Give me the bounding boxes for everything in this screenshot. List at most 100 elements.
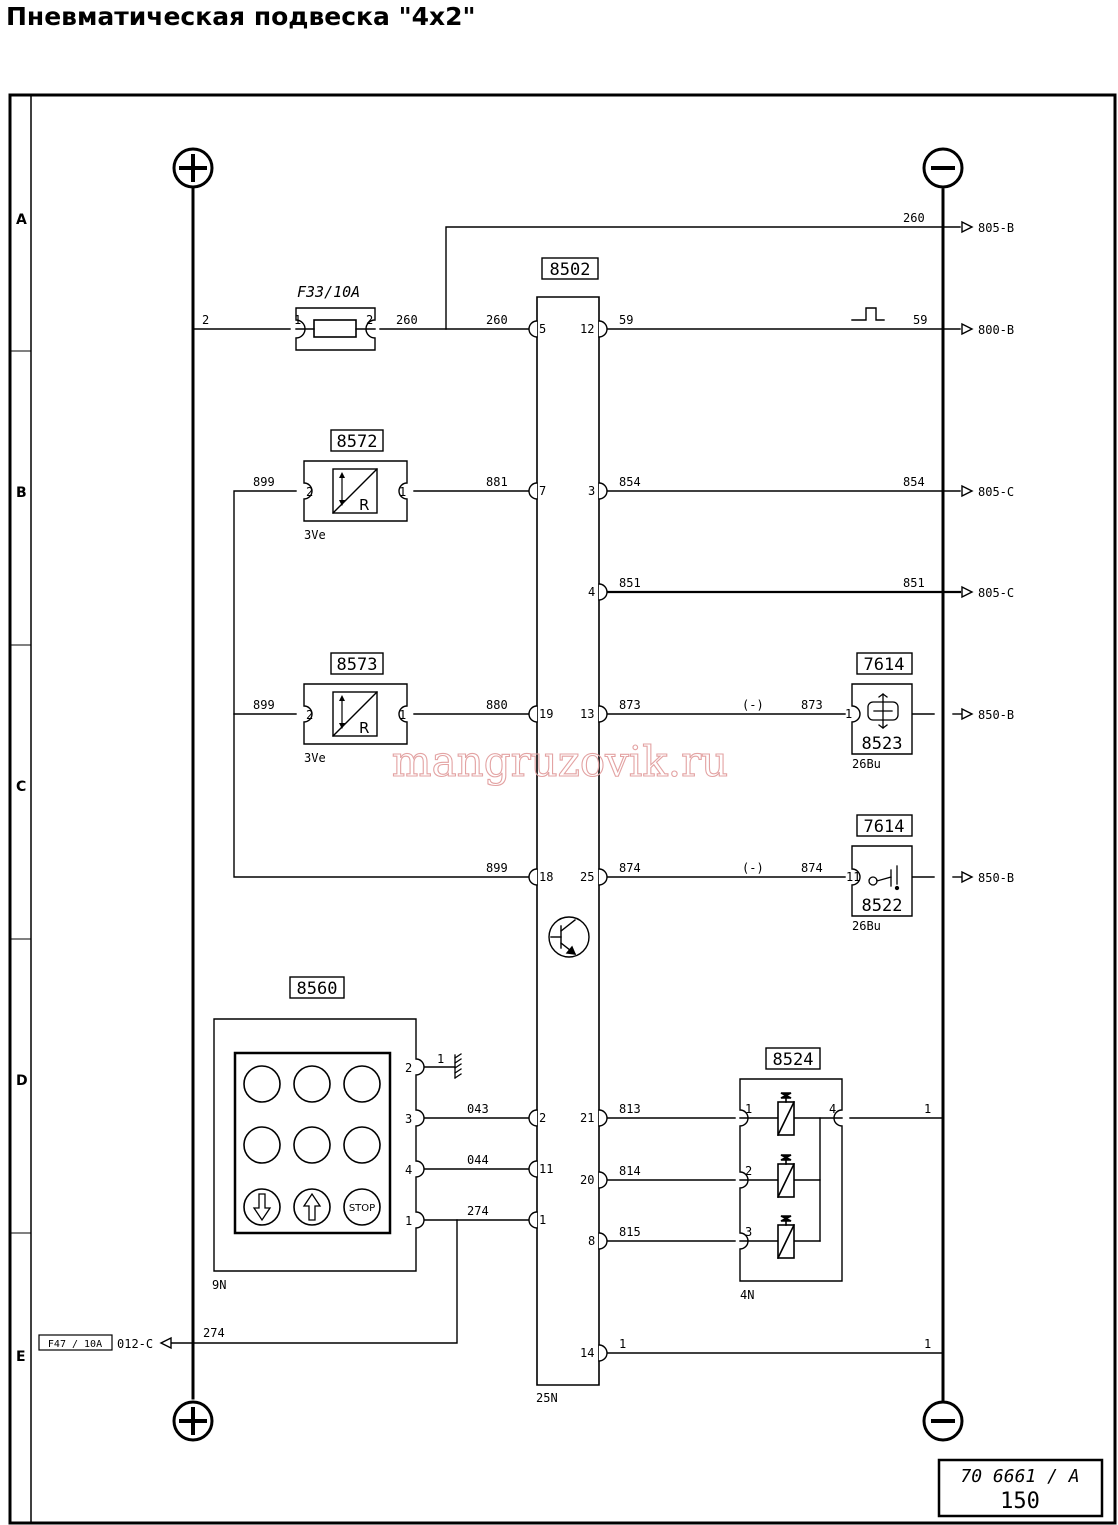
pin-number: 1 <box>405 1214 412 1228</box>
pin-number: 20 <box>580 1173 594 1187</box>
pin-number: 2 <box>539 1111 546 1125</box>
switch-top-id: 7614 <box>864 817 905 837</box>
row-label: D <box>16 1073 28 1089</box>
ecu-8502: 8502 25N <box>536 257 600 1405</box>
row-label: E <box>16 1349 26 1365</box>
wire-label: 2 <box>202 313 209 327</box>
wire-label: 814 <box>619 1164 641 1178</box>
pressure-switch-8523: 7614 1 8523 26Bu <box>845 652 913 771</box>
pin-number: 1 <box>399 485 406 499</box>
wire-label: 1 <box>619 1337 626 1351</box>
wire-label: 274 <box>467 1204 489 1218</box>
ref-805-c: 805-C <box>978 586 1014 600</box>
arrow-down-icon <box>252 1193 272 1222</box>
pin-number: 2 <box>405 1061 412 1075</box>
document-stamp: 70 6661 / A 150 <box>937 1458 1104 1518</box>
control-unit-8560: 8560 STOP 2 3 4 1 9N <box>212 976 425 1292</box>
wire-label: 851 <box>903 576 925 590</box>
pin-number: 7 <box>539 484 546 498</box>
wire-label: 044 <box>467 1153 489 1167</box>
row-labels: A B C D E <box>16 212 28 1365</box>
wire-label: 881 <box>486 475 508 489</box>
wire-label: 874 <box>619 861 641 875</box>
ecu-pin-numbers: 5 12 7 3 4 19 13 18 25 2 21 11 20 1 8 14 <box>539 322 595 1360</box>
wires <box>169 226 962 1354</box>
wire-label: 043 <box>467 1102 489 1116</box>
stop-button <box>343 1188 381 1226</box>
fuse-f33: F33/10A 1 2 <box>294 283 376 351</box>
pressure-icon <box>867 693 899 729</box>
wire-label: 59 <box>913 313 927 327</box>
row-label: B <box>16 485 27 501</box>
wire-label: 274 <box>203 1326 225 1340</box>
wire-label: 815 <box>619 1225 641 1239</box>
document-code: 70 6661 / A <box>960 1466 1079 1487</box>
negative-rail <box>922 147 964 1442</box>
wire-label: 873 <box>801 698 823 712</box>
sensor-symbol: R <box>359 496 369 514</box>
reference-labels: 805-B 800-B 805-C 805-C 850-B 850-B <box>978 221 1014 885</box>
stop-label: STOP <box>349 1203 375 1214</box>
wire-label: 260 <box>396 313 418 327</box>
ext-fuse-ref: 012-C <box>117 1337 153 1351</box>
ecu-id: 8502 <box>550 260 591 280</box>
keypad-button <box>293 1126 331 1164</box>
reference-arrows <box>159 220 974 1350</box>
solenoid-valve-icon <box>776 1154 796 1199</box>
pin-number: 2 <box>306 485 313 499</box>
pulse-signal-icon <box>851 307 885 321</box>
pin-number: 4 <box>405 1163 412 1177</box>
ecu-id-box <box>541 257 599 280</box>
switch-connector: 26Bu <box>852 919 881 933</box>
wire-labels: 2 260 260 260 59 59 899 881 854 854 851 … <box>202 211 931 1351</box>
ext-fuse-label: F47 / 10A <box>48 1339 102 1350</box>
wire-label: (-) <box>742 698 764 712</box>
wire-label: 813 <box>619 1102 641 1116</box>
diagram-frame <box>8 93 1117 1525</box>
wire-label: 1 <box>924 1102 931 1116</box>
ref-805-b: 805-B <box>978 221 1014 235</box>
wire-label: 880 <box>486 698 508 712</box>
keypad-button <box>343 1126 381 1164</box>
control-unit-connector: 9N <box>212 1278 226 1292</box>
wire-label: 260 <box>486 313 508 327</box>
sensor-id: 8573 <box>337 655 378 675</box>
fuse-pin: 2 <box>366 313 373 327</box>
ref-850-b: 850-B <box>978 708 1014 722</box>
wire-label: 899 <box>253 475 275 489</box>
pin-number: 4 <box>588 585 595 599</box>
ref-850-b: 850-B <box>978 871 1014 885</box>
fuse-label: F33/10A <box>297 283 360 301</box>
pin-number: 18 <box>539 870 553 884</box>
ground-icon <box>454 1053 462 1079</box>
sensor-symbol: R <box>359 719 369 737</box>
keypad-button <box>243 1065 281 1103</box>
wire-label: 59 <box>619 313 633 327</box>
arrow-up-icon <box>302 1192 322 1221</box>
pin-number: 1 <box>399 708 406 722</box>
page-title: Пневматическая подвеска "4x2" <box>6 2 476 31</box>
pin-number: 3 <box>745 1225 752 1239</box>
valve-block-id: 8524 <box>773 1050 814 1070</box>
ecu-pins-right <box>598 320 608 1362</box>
ecu-pins-left <box>528 320 538 1229</box>
valve-block-8524: 8524 1 2 3 <box>739 1047 843 1302</box>
external-fuse-ref: F47 / 10A 012-C <box>38 1334 153 1351</box>
pin-number: 3 <box>405 1112 412 1126</box>
fuse-pin: 1 <box>294 313 301 327</box>
pin-number: 12 <box>580 322 594 336</box>
row-label: C <box>16 779 26 795</box>
keypad-button <box>293 1065 331 1103</box>
level-sensor-8573: 8573 R 2 1 3Ve <box>303 652 408 765</box>
keypad-button <box>343 1065 381 1103</box>
valve-block-connector: 4N <box>740 1288 754 1302</box>
pin-number: 14 <box>580 1346 594 1360</box>
control-unit-id: 8560 <box>297 979 338 999</box>
pin-number: 11 <box>539 1162 553 1176</box>
ref-805-c: 805-C <box>978 485 1014 499</box>
pin-number: 1 <box>539 1213 546 1227</box>
keypad-button <box>243 1126 281 1164</box>
positive-rail <box>172 147 214 1442</box>
wire-label: 851 <box>619 576 641 590</box>
